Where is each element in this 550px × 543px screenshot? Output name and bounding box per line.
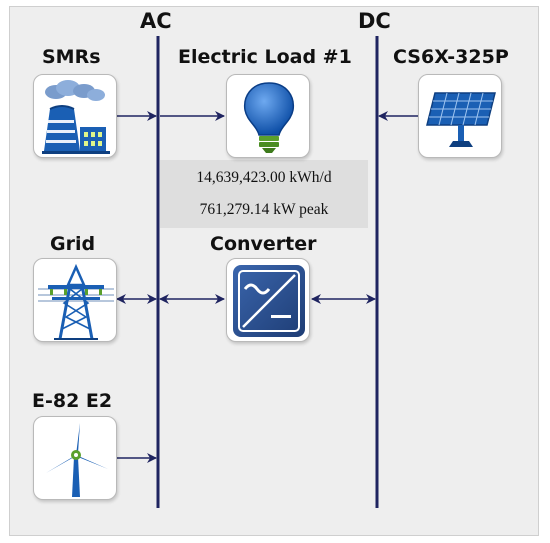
smr-component[interactable] <box>33 74 117 158</box>
power-tower-icon <box>38 263 114 340</box>
electric-load-component[interactable] <box>226 74 310 158</box>
electric-load-label: Electric Load #1 <box>178 46 352 68</box>
converter-label: Converter <box>210 233 317 255</box>
converter-component[interactable] <box>226 258 310 342</box>
wind-component[interactable] <box>33 416 117 500</box>
wind-label: E-82 E2 <box>32 390 113 412</box>
light-bulb-icon <box>243 82 295 153</box>
solar-panel-icon <box>426 92 496 147</box>
load-info-panel: 14,639,423.00 kWh/d 761,279.14 kW peak <box>160 160 368 228</box>
pv-label: CS6X-325P <box>393 46 509 68</box>
converter-icon <box>233 265 305 337</box>
smrs-label: SMRs <box>42 46 101 68</box>
grid-label: Grid <box>50 233 96 255</box>
pv-component[interactable] <box>418 74 502 158</box>
load-peak-value: 761,279.14 kW peak <box>199 201 329 218</box>
grid-component[interactable] <box>33 258 117 342</box>
wind-turbine-icon <box>46 423 108 497</box>
ac-bus-label: AC <box>140 9 172 33</box>
dc-bus-label: DC <box>358 9 391 33</box>
nuclear-plant-icon <box>42 80 110 154</box>
load-energy-value: 14,639,423.00 kWh/d <box>196 169 332 186</box>
